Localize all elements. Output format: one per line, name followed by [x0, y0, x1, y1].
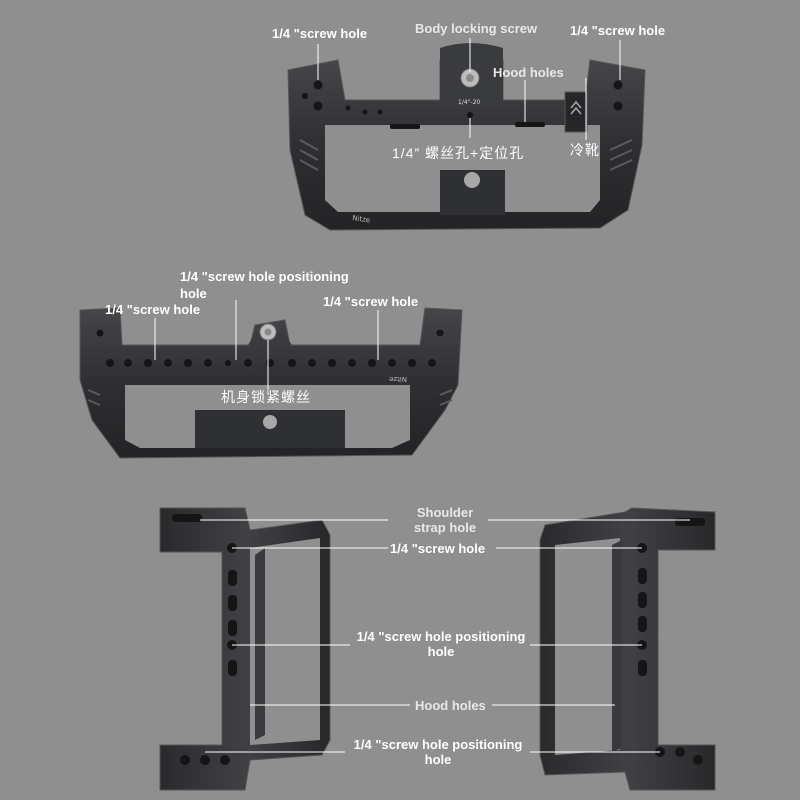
middle-positioning-hole-label-line1: 1/4 "screw hole positioning: [180, 269, 349, 284]
top-body-locking-screw-label: Body locking screw: [415, 21, 538, 36]
top-leaders: [317, 38, 621, 140]
top-screw-hole-right-label: 1/4 "screw hole: [570, 23, 666, 38]
bottom-positioning-a-label-line1: 1/4 "screw hole positioning: [356, 629, 526, 644]
bottom-hood-holes-label: Hood holes: [415, 698, 486, 713]
cage-side-right: [539, 507, 716, 791]
middle-leaders: [154, 300, 379, 390]
screw-hole-row: [96, 329, 444, 367]
center-screw-icon: [263, 415, 277, 429]
middle-cn-body-lock-label: 机身锁紧螺丝: [221, 389, 311, 405]
bottom-positioning-a-label-line2: hole: [427, 644, 455, 659]
shoulder-strap-hole-label-line1: Shoulder: [416, 505, 474, 520]
middle-screw-hole-right-label: 1/4 "screw hole: [323, 294, 419, 309]
engraved-brand-middle: Nitze: [389, 375, 407, 383]
top-screw-hole-left-label: 1/4 "screw hole: [272, 26, 368, 41]
engraved-thread-text: 1/4"-20: [458, 99, 480, 106]
shoulder-strap-hole-label-line2: strap hole: [413, 520, 477, 535]
bottom-screw-icon: [464, 172, 480, 188]
side-right-holes: [637, 518, 705, 765]
bottom-positioning-b-label-line1: 1/4 "screw hole positioning: [353, 737, 523, 752]
middle-positioning-hole-label-line2: hole: [180, 286, 207, 301]
cold-shoe: [564, 91, 588, 133]
top-cn-screw-position-label: 1/4” 螺丝孔+定位孔: [392, 145, 525, 161]
cage-top-view: 1/4"-20 Nitze: [287, 38, 646, 231]
top-hood-holes-label: Hood holes: [493, 65, 564, 80]
top-cn-cold-shoe-label: 冷靴: [570, 142, 600, 158]
engraved-brand-top: Nitze: [352, 214, 371, 224]
middle-screw-hole-left-label: 1/4 "screw hole: [105, 302, 201, 317]
bottom-positioning-b-label-line2: hole: [424, 752, 452, 767]
bottom-screw-hole-label: 1/4 "screw hole: [390, 541, 486, 556]
cage-side-left: [159, 507, 331, 791]
cage-middle-view: Nitze: [79, 300, 463, 459]
cage-top-opening: [325, 125, 600, 212]
bottom-leaders: [200, 519, 690, 753]
